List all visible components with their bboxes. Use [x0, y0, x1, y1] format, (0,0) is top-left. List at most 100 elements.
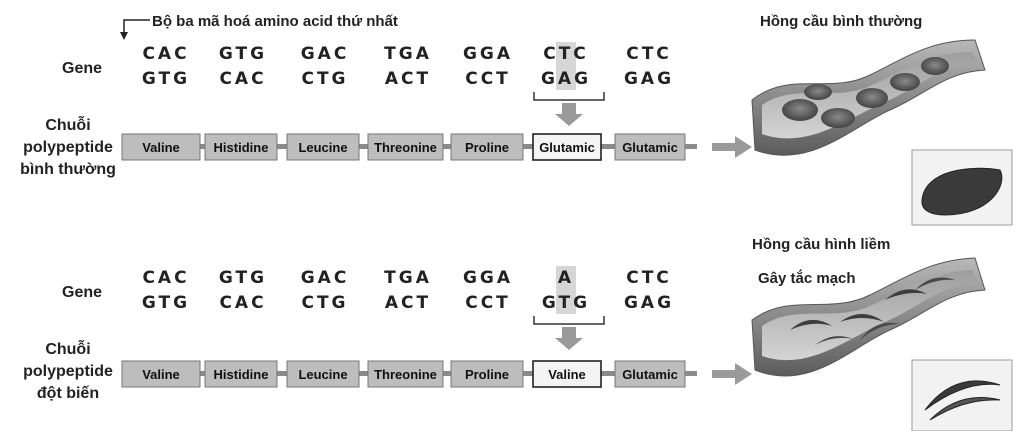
mutant-peptide-bond [200, 371, 205, 376]
normal-peptide-bond [601, 144, 615, 149]
first-codon-annotation: Bộ ba mã hoá amino acid thứ nhất [120, 13, 398, 40]
mutant-amino-acid-box [450, 360, 524, 388]
normal-peptide-bond [200, 144, 205, 149]
normal-amino-acid-label: Glutamic [539, 140, 595, 155]
sickle-cell [790, 319, 832, 330]
normal-amino-acid-label: Valine [142, 140, 180, 155]
mutant-amino-acid-box [367, 360, 444, 388]
mutant-codon-bottom: GTG [142, 293, 190, 313]
mutant-codon-bottom: ACT [385, 293, 431, 313]
mutant-codon-bottom: CAC [219, 293, 266, 313]
normal-codon-bottom: ACT [385, 69, 431, 89]
normal-bracket [533, 92, 605, 101]
normal-amino-acid-box [450, 133, 524, 161]
mutant-codon-bottom: CTG [301, 293, 348, 313]
normal-codon-bottom: GTG [142, 69, 190, 89]
normal-chain-label-3: bình thường [20, 161, 116, 178]
normal-gene-label: Gene [62, 60, 102, 77]
normal-chain-label-2: polypeptide [23, 139, 113, 156]
mutant-peptide-bond [277, 371, 287, 376]
normal-peptide-bond [359, 144, 368, 149]
sickle-cell-icon [929, 397, 1001, 421]
normal-codon-top: GTG [219, 44, 267, 64]
mutant-peptide-bond [443, 371, 451, 376]
normal-codon-bottom: CCT [465, 69, 511, 89]
normal-highlight-bg [556, 42, 576, 90]
normal-amino-acid-label: Proline [465, 140, 509, 155]
normal-rbc [856, 88, 888, 108]
mutant-amino-acid-box [204, 360, 278, 388]
mutant-codon-bottom: GAG [624, 293, 674, 313]
mutant-codon-top: CAC [142, 268, 189, 288]
sickle-vessel-illustration: Hồng cầu hình liềm Gây tắc mạch [751, 236, 1013, 431]
normal-amino-acid-label: Leucine [298, 140, 347, 155]
mutant-chain-label-2: polypeptide [23, 363, 113, 380]
normal-amino-acid-box [286, 133, 360, 161]
mutant-codon-top: A [558, 268, 574, 288]
normal-codon-bottom: GAG [541, 69, 591, 89]
normal-codon-top: GAC [301, 44, 350, 64]
mutant-amino-acid-box [286, 360, 360, 388]
mutant-peptide-bond [601, 371, 615, 376]
normal-codon-bottom: GAG [624, 69, 674, 89]
mutant-amino-acid-label: Threonine [374, 367, 437, 382]
mutant-chain-label-3: đột biến [37, 385, 99, 402]
normal-vessel-illustration: Hồng cầu bình thường [751, 13, 1013, 226]
mutant-codon-top: CTC [626, 268, 672, 288]
sickle-cell [915, 277, 955, 290]
normal-codon-top: CAC [142, 44, 189, 64]
normal-rbc [921, 57, 949, 75]
mutant-amino-acid-label: Valine [142, 367, 180, 382]
mutant-amino-acid-label: Histidine [214, 367, 269, 382]
normal-codon-top: GGA [463, 44, 513, 64]
normal-codon-bottom: CAC [219, 69, 266, 89]
normal-peptide-bond [523, 144, 533, 149]
normal-codon-bottom: CTG [301, 69, 348, 89]
mutant-amino-acid-label: Glutamic [622, 367, 678, 382]
mutant-amino-acid-label: Proline [465, 367, 509, 382]
mutant-down-arrow [555, 327, 583, 350]
normal-amino-acid-label: Glutamic [622, 140, 678, 155]
annotation-arrowhead [120, 32, 128, 40]
sickle-cell-icon [924, 380, 1001, 411]
sickle-cell [860, 322, 900, 340]
normal-rbc [890, 73, 920, 91]
mutant-peptide-bond [523, 371, 533, 376]
normal-amino-acid-box [121, 133, 201, 161]
mutant-chain-label-1: Chuỗi [45, 339, 90, 358]
normal-peptide-bond [685, 144, 697, 149]
normal-down-arrow [555, 103, 583, 126]
mutant-right-arrow [712, 363, 752, 385]
normal-amino-acid-label: Histidine [214, 140, 269, 155]
normal-codon-top: TGA [384, 44, 432, 64]
mutant-gene-label: Gene [62, 284, 102, 301]
normal-section: Gene CAC GTG GAC TGA GGA CTC CTC GTG CAC CTG ACT CC… [20, 42, 752, 178]
normal-right-arrow [712, 136, 752, 158]
sickle-cell [815, 336, 853, 345]
mutant-codon-top: TGA [384, 268, 432, 288]
normal-amino-acid-box [367, 133, 444, 161]
mutant-codon-top: GAC [301, 268, 350, 288]
mutant-highlight-bg [556, 266, 576, 314]
mutant-codon-bottom: CCT [465, 293, 511, 313]
mutant-codon-top: GGA [463, 268, 513, 288]
mutant-amino-acid-box [532, 360, 602, 388]
normal-amino-acid-box [614, 133, 686, 161]
normal-chain-label-1: Chuỗi [45, 115, 90, 134]
sickle-cell [840, 314, 884, 322]
normal-codon-top: CTC [543, 44, 589, 64]
normal-codon-group: CAC GTG GAC TGA GGA CTC CTC GTG CAC CTG ACT CCT GAG G… [142, 44, 674, 89]
normal-codon-top: CTC [626, 44, 672, 64]
normal-rbc [782, 99, 818, 121]
mutant-amino-acid-label: Valine [548, 367, 586, 382]
normal-peptide-bond [277, 144, 287, 149]
mutant-cell-title: Hồng cầu hình liềm [752, 236, 890, 253]
mutant-bracket [533, 316, 605, 325]
normal-peptide-bond [443, 144, 451, 149]
